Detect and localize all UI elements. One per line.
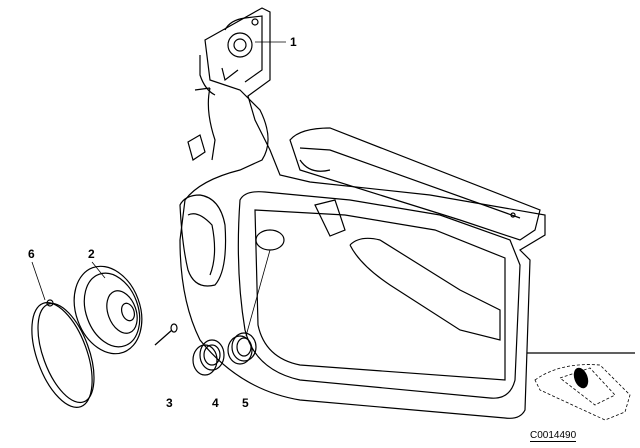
callout-4: 4 bbox=[212, 396, 219, 410]
tweeter-ring-part bbox=[227, 332, 257, 365]
speaker-cover-part bbox=[31, 299, 95, 408]
screw-part bbox=[154, 323, 178, 346]
location-inset bbox=[527, 352, 635, 421]
callout-1: 1 bbox=[290, 35, 297, 49]
speaker-part bbox=[73, 265, 143, 355]
door-trim-panel bbox=[179, 7, 546, 419]
callout-3: 3 bbox=[166, 396, 173, 410]
tweeter-housing-part bbox=[192, 339, 225, 376]
callout-5: 5 bbox=[242, 396, 249, 410]
callout-2: 2 bbox=[88, 247, 95, 261]
callout-6: 6 bbox=[28, 247, 35, 261]
drawing-code: C0014490 bbox=[530, 430, 577, 442]
